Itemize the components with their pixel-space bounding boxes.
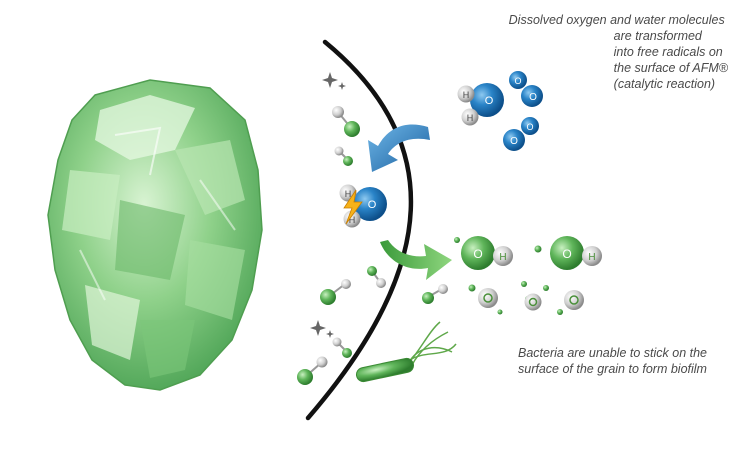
- caption-line: Dissolved oxygen and water molecules: [508, 13, 725, 27]
- sparkle-icon: [322, 72, 346, 90]
- atom-label: H: [499, 252, 506, 263]
- caption-catalytic-reaction: Dissolved oxygen and water molecules are…: [509, 12, 728, 92]
- caption-line: (catalytic reaction): [613, 77, 716, 91]
- hydroxyl-radical: O H: [461, 236, 513, 270]
- atom-label: H: [588, 252, 595, 263]
- atom-label: H: [349, 215, 356, 225]
- atom-label: O: [485, 95, 494, 107]
- caption-biofilm: Bacteria are unable to stick on the surf…: [518, 345, 743, 377]
- oxygen-molecule-blue: O O: [503, 117, 539, 151]
- atom-label: H: [463, 90, 470, 100]
- atom-label: O: [473, 247, 482, 261]
- caption-line: into free radicals on: [613, 45, 723, 59]
- caption-line: surface of the grain to form biofilm: [518, 362, 707, 376]
- atom-label: O: [562, 247, 571, 261]
- caption-line: Bacteria are unable to stick on the: [518, 346, 708, 360]
- oxygen-molecule: [332, 337, 352, 358]
- atom-label: O: [526, 122, 533, 132]
- oxygen-molecule: [297, 356, 328, 385]
- atom-label: H: [467, 113, 474, 123]
- blue-arrow-icon: [368, 124, 430, 172]
- oxygen-molecule-blue: O O: [509, 71, 543, 107]
- grain-surface-boundary: [305, 39, 413, 421]
- oxygen-molecule: [332, 106, 360, 137]
- oxygen-molecule: [422, 284, 448, 304]
- oxygen-radical: [564, 290, 584, 310]
- oxygen-radical: [478, 288, 498, 308]
- atom-label: O: [514, 76, 521, 86]
- caption-line: the surface of AFM®: [613, 61, 728, 75]
- lightning-icon: [343, 189, 363, 225]
- sparkle-icon: [310, 320, 334, 338]
- atom-label: O: [510, 136, 518, 147]
- green-arrow-icon: [380, 240, 452, 280]
- atom-label: H: [345, 189, 352, 199]
- caption-line: are transformed: [613, 29, 702, 43]
- oxygen-radical: [524, 293, 542, 311]
- oxygen-molecule: [367, 266, 386, 288]
- bacterium-icon: [355, 321, 457, 383]
- oxygen-molecule: [320, 279, 351, 305]
- oxygen-molecule: [334, 146, 353, 166]
- afm-grain: [47, 79, 263, 391]
- atom-label: O: [529, 92, 537, 103]
- atom-label: O: [368, 199, 377, 211]
- water-molecule: H H O: [457, 83, 504, 126]
- hydroxyl-radical: O H: [550, 236, 602, 270]
